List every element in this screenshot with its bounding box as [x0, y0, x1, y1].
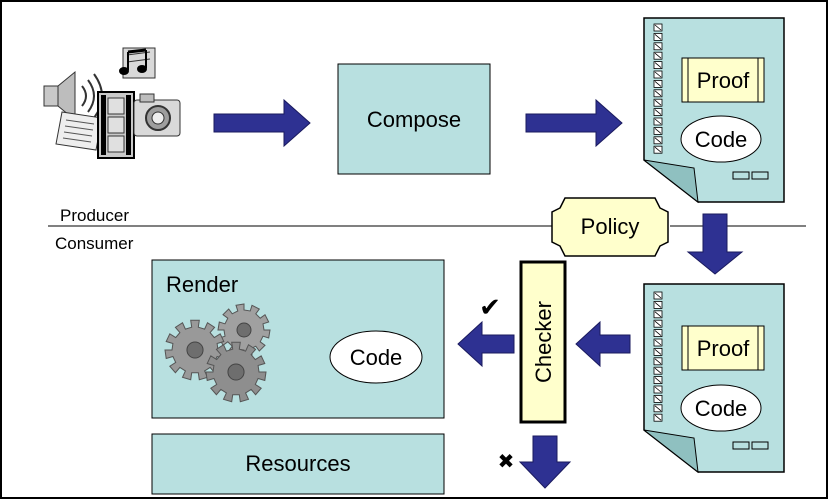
- arrow-compose-to-doc: [525, 98, 623, 148]
- producer-label: Producer: [60, 206, 129, 225]
- render-title: Render: [166, 272, 238, 297]
- checklist-tick: [654, 405, 662, 412]
- checklist-tick: [654, 396, 662, 402]
- checklist-icon: [653, 23, 663, 154]
- checklist-tick: [654, 90, 662, 97]
- compose-box: Compose: [337, 63, 491, 175]
- checklist-tick: [654, 339, 662, 346]
- arrow-down-to-consumer-doc: [686, 213, 744, 275]
- checklist-tick: [654, 128, 662, 134]
- consumer-label: Consumer: [55, 234, 134, 253]
- render-box: Render Code: [151, 259, 445, 419]
- checklist-tick: [654, 118, 662, 125]
- checklist-tick: [654, 311, 662, 318]
- checklist-tick: [654, 99, 662, 106]
- speaker-icon: [43, 70, 103, 122]
- checklist-tick: [654, 146, 662, 153]
- checklist-tick: [654, 52, 662, 59]
- checklist-tick: [654, 34, 662, 40]
- compose-label: Compose: [367, 107, 461, 132]
- checklist-tick: [654, 414, 662, 421]
- checklist-tick: [654, 302, 662, 308]
- checklist-icon: [653, 291, 663, 422]
- checklist-tick: [654, 24, 662, 31]
- checklist-tick: [654, 386, 662, 393]
- gears-icon: [164, 303, 271, 403]
- render-code-label: Code: [350, 345, 403, 370]
- checklist-tick: [654, 330, 662, 336]
- document-icon: [55, 111, 103, 151]
- gear-hub: [186, 341, 204, 359]
- accept-check-icon: ✔: [479, 292, 501, 322]
- producer-document: Proof Code: [643, 17, 785, 204]
- checklist-tick: [654, 137, 662, 144]
- gear-hub: [236, 322, 252, 338]
- checklist-tick: [654, 109, 662, 115]
- consumer-code-label: Code: [695, 396, 748, 421]
- checklist-tick: [654, 81, 662, 87]
- media-icons: [43, 47, 181, 159]
- checker-label: Checker: [531, 301, 556, 383]
- checklist-tick: [654, 349, 662, 355]
- arrow-checker-reject: [518, 435, 572, 489]
- consumer-proof-label: Proof: [697, 336, 750, 361]
- camera-icon: [133, 93, 181, 137]
- reject-cross-icon: ✖: [498, 451, 515, 473]
- checklist-tick: [654, 367, 662, 374]
- resources-box: Resources: [151, 433, 445, 495]
- consumer-document: Proof Code: [643, 283, 785, 474]
- checklist-tick: [654, 62, 662, 68]
- policy-label: Policy: [581, 214, 640, 239]
- checker-bar: Checker: [519, 260, 567, 424]
- music-note-icon: [119, 47, 156, 79]
- producer-code-label: Code: [695, 127, 748, 152]
- checklist-tick: [654, 358, 662, 365]
- checklist-tick: [654, 71, 662, 78]
- checklist-tick: [654, 377, 662, 383]
- resources-label: Resources: [245, 451, 350, 476]
- gear-hub: [227, 363, 245, 381]
- checklist-tick: [654, 43, 662, 50]
- arrow-checker-to-render: [457, 320, 515, 368]
- checklist-tick: [654, 320, 662, 327]
- checklist-tick: [654, 292, 662, 299]
- arrow-doc-to-checker: [575, 320, 631, 368]
- producer-proof-label: Proof: [697, 68, 750, 93]
- arrow-media-to-compose: [213, 98, 311, 148]
- film-strip-icon: [97, 91, 135, 159]
- policy-badge: Policy: [551, 197, 669, 257]
